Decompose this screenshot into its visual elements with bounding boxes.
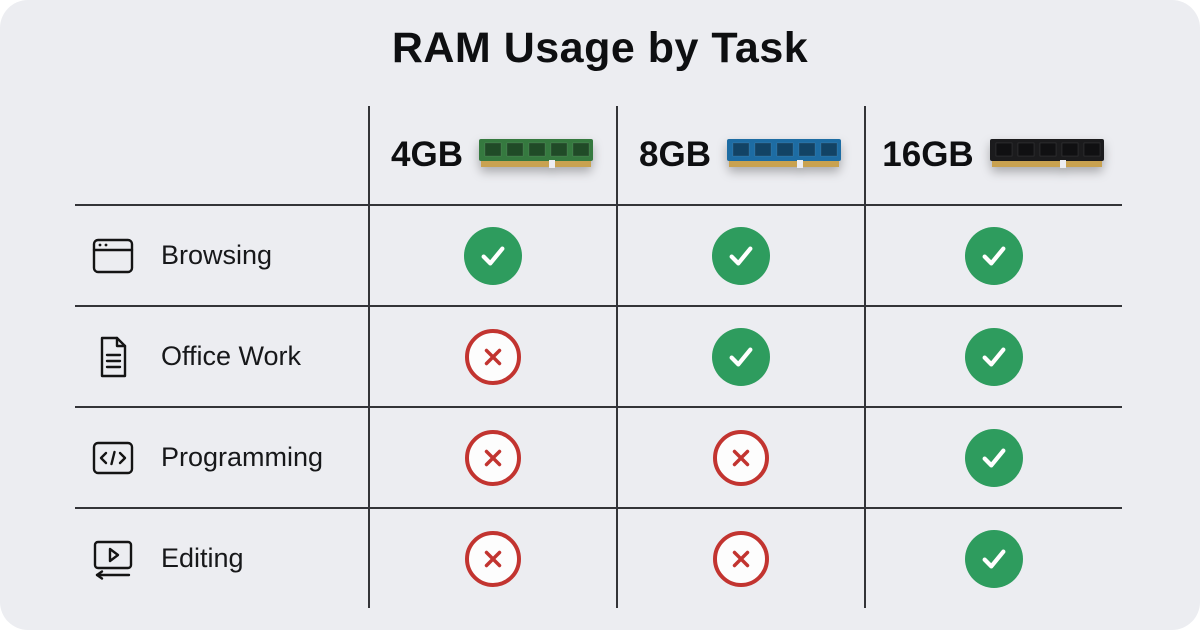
ram-usage-table: 4GB 8GB bbox=[75, 106, 1122, 608]
cell-editing-8gb bbox=[618, 507, 866, 608]
row-label-text: Editing bbox=[161, 543, 244, 573]
row-label-text: Programming bbox=[161, 442, 324, 472]
cross-icon bbox=[465, 429, 521, 486]
check-icon bbox=[464, 226, 522, 285]
cell-browsing-4gb bbox=[370, 204, 618, 305]
cross-icon bbox=[713, 429, 769, 486]
row-label-programming: Programming bbox=[75, 406, 370, 507]
cell-office-work-4gb bbox=[370, 305, 618, 406]
cell-editing-4gb bbox=[370, 507, 618, 608]
cell-programming-16gb bbox=[866, 406, 1122, 507]
cell-browsing-8gb bbox=[618, 204, 866, 305]
cross-icon bbox=[465, 530, 521, 587]
ram-stick-green-icon bbox=[478, 139, 593, 168]
row-label-office-work: Office Work bbox=[75, 305, 370, 406]
row-label-browsing: Browsing bbox=[75, 204, 370, 305]
cell-programming-8gb bbox=[618, 406, 866, 507]
check-icon bbox=[712, 327, 770, 386]
cell-browsing-16gb bbox=[866, 204, 1122, 305]
column-label: 16GB bbox=[882, 135, 974, 174]
check-icon bbox=[965, 428, 1023, 487]
row-label-editing: Editing bbox=[75, 507, 370, 608]
check-icon bbox=[712, 226, 770, 285]
page-title: RAM Usage by Task bbox=[391, 24, 809, 72]
cell-editing-16gb bbox=[866, 507, 1122, 608]
code-window-icon bbox=[92, 441, 134, 474]
row-label-text: Office Work bbox=[161, 341, 302, 371]
column-label: 8GB bbox=[639, 135, 711, 174]
cell-programming-4gb bbox=[370, 406, 618, 507]
row-label-text: Browsing bbox=[161, 240, 273, 270]
check-icon bbox=[965, 226, 1023, 285]
cell-office-work-8gb bbox=[618, 305, 866, 406]
header-corner-cell bbox=[75, 106, 370, 204]
browser-window-icon bbox=[92, 238, 134, 273]
column-header-8gb: 8GB bbox=[618, 106, 866, 204]
check-icon bbox=[965, 529, 1023, 588]
video-editor-icon bbox=[93, 540, 133, 580]
column-label: 4GB bbox=[391, 135, 463, 174]
cross-icon bbox=[713, 530, 769, 587]
column-header-16gb: 16GB bbox=[866, 106, 1122, 204]
ram-stick-black-icon bbox=[989, 139, 1104, 168]
cell-office-work-16gb bbox=[866, 305, 1122, 406]
column-header-4gb: 4GB bbox=[370, 106, 618, 204]
document-icon bbox=[100, 336, 127, 377]
cross-icon bbox=[465, 328, 521, 385]
check-icon bbox=[965, 327, 1023, 386]
ram-stick-blue-icon bbox=[726, 139, 841, 168]
